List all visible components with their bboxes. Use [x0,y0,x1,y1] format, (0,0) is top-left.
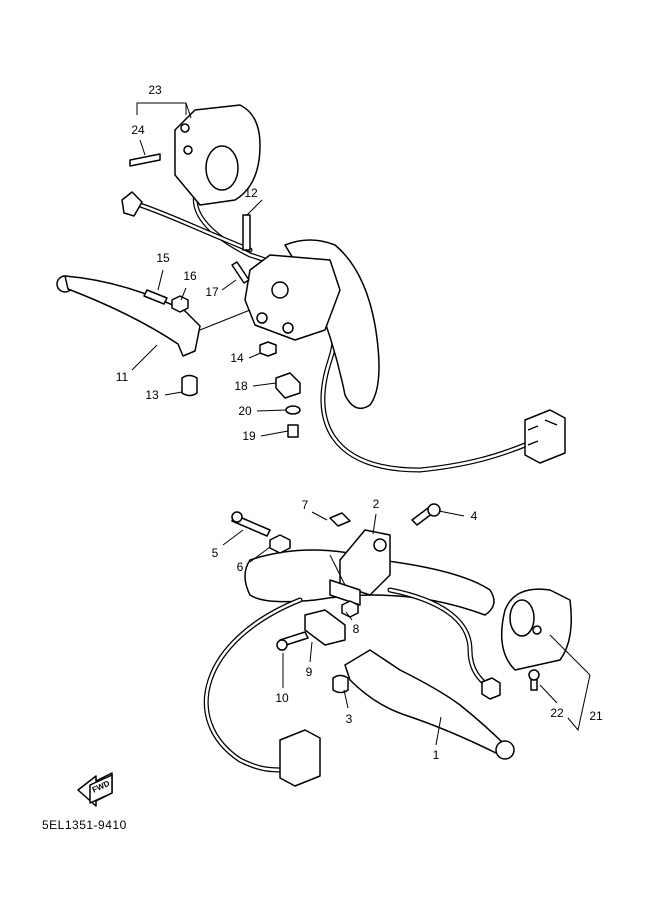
callout-17: 17 [205,285,219,299]
clutch-lever [56,275,201,357]
lower-connectors [279,677,501,787]
callout-14: 14 [230,351,244,365]
callout-12: 12 [244,186,258,200]
callout-3: 3 [346,712,353,726]
callout-11: 11 [116,370,129,384]
callout-21: 21 [589,709,603,723]
upper-wire-harness [137,167,528,473]
upper-small-parts [129,153,301,438]
callout-5: 5 [212,546,219,560]
lower-small-parts [231,503,540,694]
leader-lines [131,102,591,746]
callout-8: 8 [353,622,360,636]
callout-7: 7 [302,498,309,512]
callout-16: 16 [183,269,197,283]
diagram-code: 5EL1351-9410 [42,818,127,832]
lower-wire-harness [203,587,493,773]
fwd-arrow-icon: FWD [77,772,113,807]
callout-23: 23 [148,83,162,97]
left-handlebar-switch [174,104,261,206]
callout-4: 4 [471,509,478,523]
callout-labels: 23 24 12 15 16 17 11 14 18 13 20 19 7 2 … [116,83,603,762]
small-terminal [121,191,143,217]
brake-lever-holder [329,529,391,606]
callout-20: 20 [238,404,252,418]
callout-10: 10 [275,691,289,705]
callout-15: 15 [156,251,170,265]
callout-2: 2 [373,497,380,511]
callout-6: 6 [237,560,244,574]
upper-connector [524,409,566,464]
clutch-lever-holder [244,254,341,341]
callout-9: 9 [306,665,313,679]
right-handlebar-switch [500,588,572,671]
callout-1: 1 [433,748,440,762]
callout-13: 13 [145,388,159,402]
callout-24: 24 [131,123,145,137]
callout-18: 18 [234,379,248,393]
brake-lever [344,649,515,760]
callout-19: 19 [242,429,256,443]
callout-22: 22 [550,706,564,720]
